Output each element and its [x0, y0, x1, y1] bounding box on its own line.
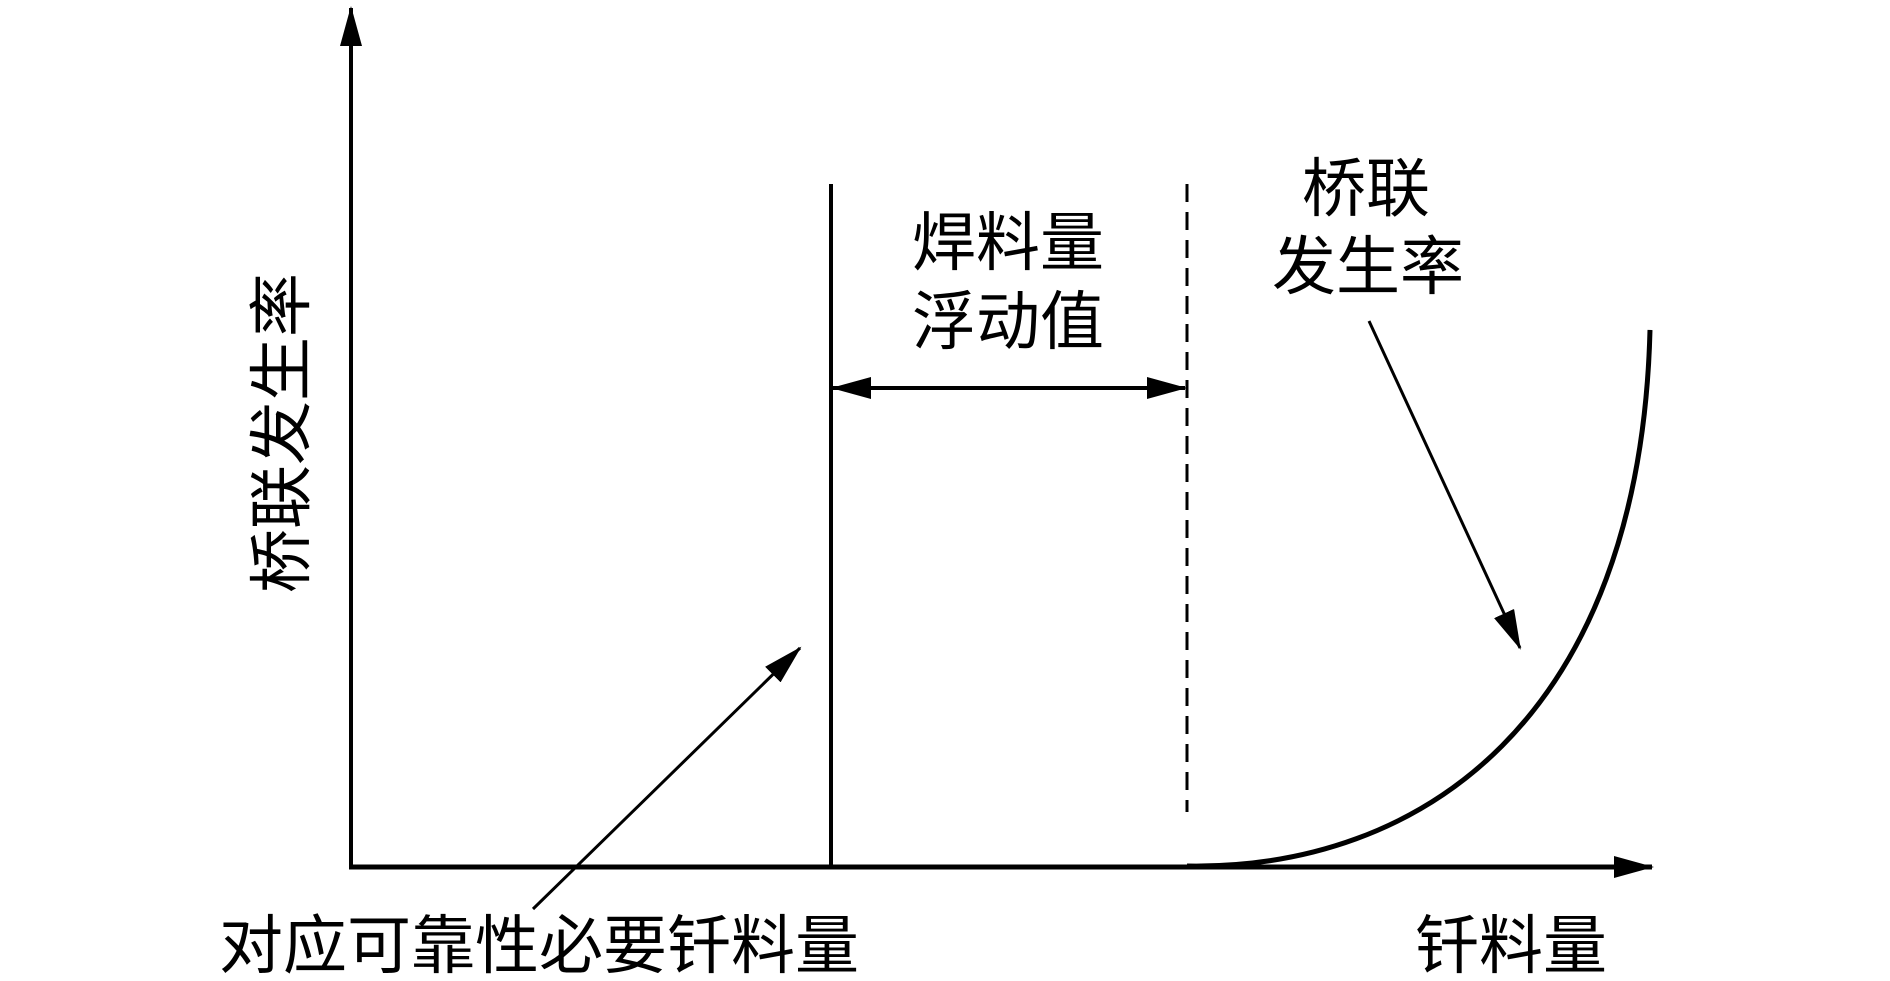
required-amount-pointer-arrow: [531, 646, 802, 911]
required-amount-label: 对应可靠性必要钎料量: [219, 910, 859, 981]
curve-pointer-arrow: [1367, 320, 1522, 650]
fluctuation-label-line2: 浮动值: [912, 286, 1104, 360]
fluctuation-label-line1: 焊料量: [912, 207, 1104, 281]
bridging-rate-curve: [1186, 329, 1653, 869]
x-axis-label: 钎料量: [1415, 910, 1607, 981]
curve-label-line1: 桥联: [1302, 153, 1430, 227]
curve-label-line2: 发生率: [1272, 231, 1464, 305]
y-axis-label: 桥联发生率: [246, 273, 320, 593]
